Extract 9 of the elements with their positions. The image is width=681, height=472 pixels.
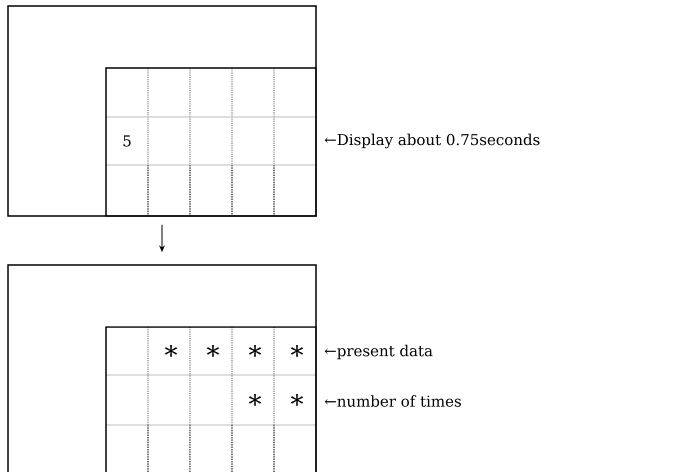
asterisk-symbol: ∗ [290, 344, 304, 357]
asterisk-symbol: ∗ [206, 344, 220, 357]
asterisk-symbol: ∗ [290, 394, 304, 406]
asterisk-symbol: ∗ [248, 394, 262, 406]
asterisk-symbol: ∗ [248, 344, 262, 357]
cell-digit: 5 [124, 135, 131, 147]
screen-frame [7, 264, 317, 472]
asterisk-symbol: ∗ [164, 344, 178, 357]
screen-frame [7, 5, 317, 217]
